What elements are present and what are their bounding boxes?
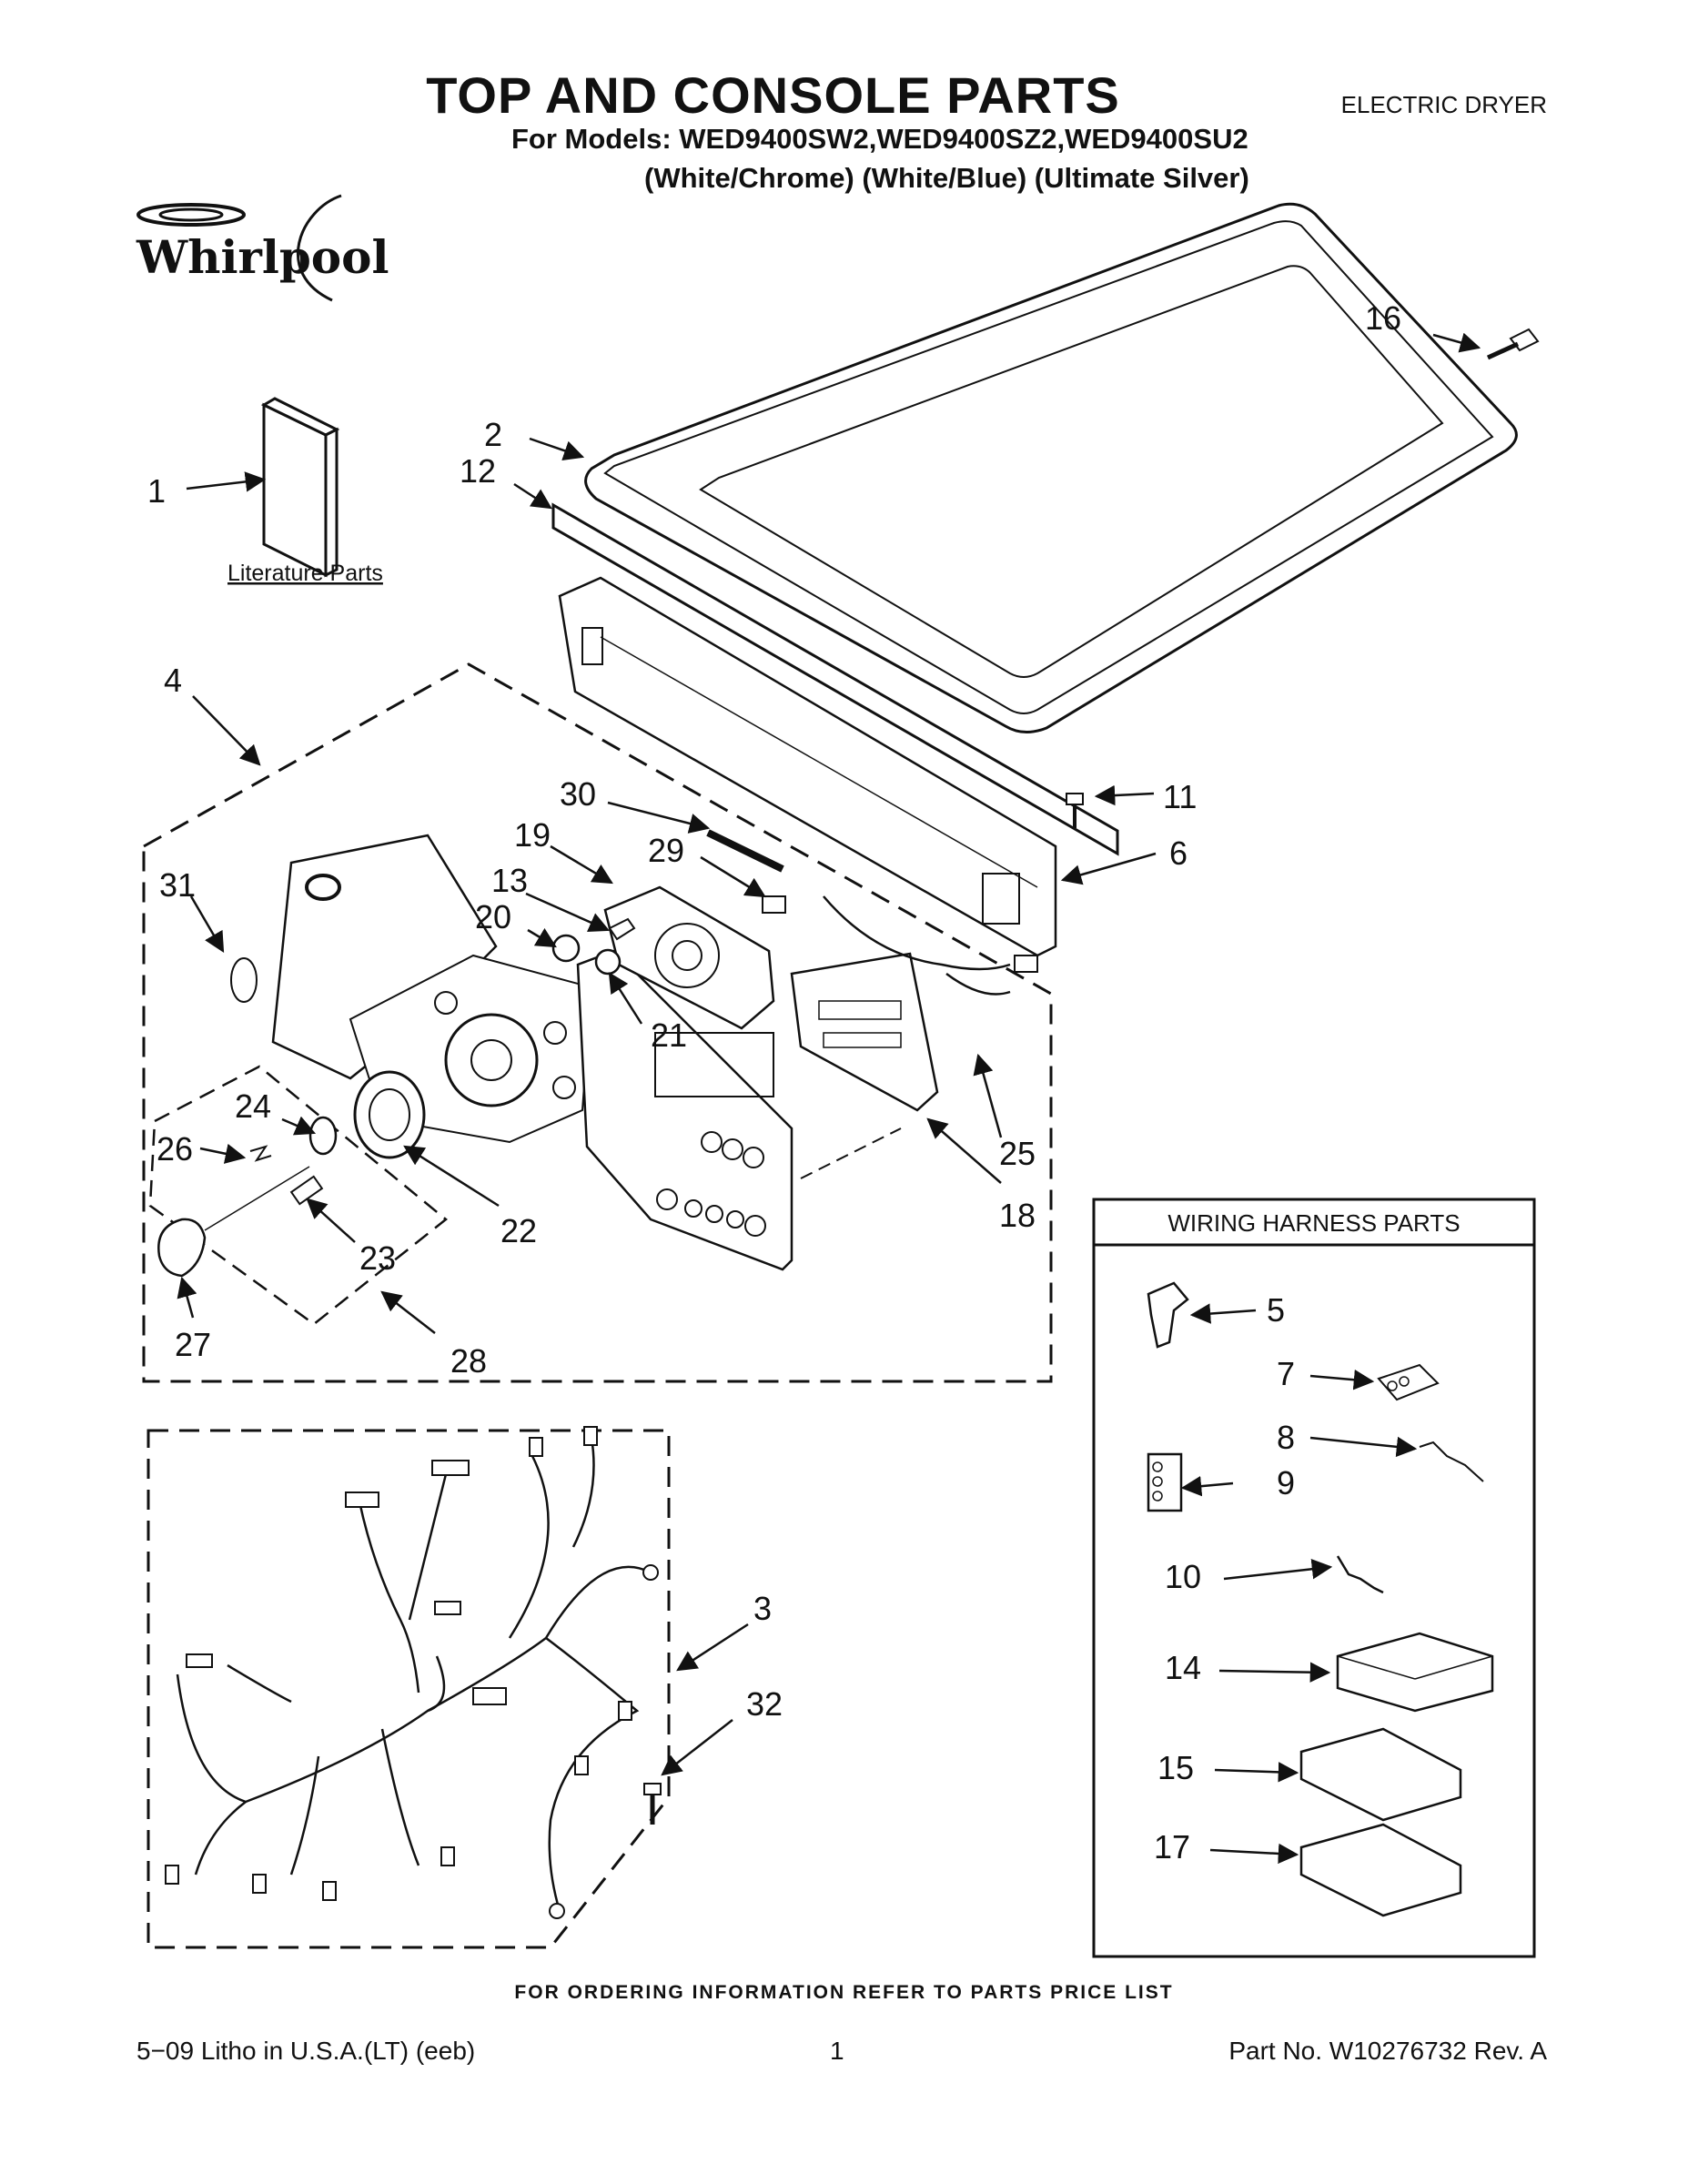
callout-numbers: 1 2 12 16 11 6 4 30 19 29 13 31 20 21 24… xyxy=(147,299,1401,1866)
callout-29: 29 xyxy=(648,832,684,869)
knob-spring xyxy=(249,1145,272,1162)
knob-ring xyxy=(353,1070,426,1159)
knob-gear xyxy=(308,1116,338,1156)
callout-30: 30 xyxy=(560,775,596,813)
print-info: 5−09 Litho in U.S.A.(LT) (eeb) xyxy=(136,2037,476,2065)
callout-16: 16 xyxy=(1365,299,1401,337)
terminal-10 xyxy=(1336,1555,1384,1594)
board-harness xyxy=(823,895,1011,996)
callout-4: 4 xyxy=(164,662,182,699)
gear-ring xyxy=(594,948,622,976)
connector-housing-15 xyxy=(1299,1727,1462,1822)
callout-3: 3 xyxy=(753,1590,772,1627)
callout-28: 28 xyxy=(450,1342,487,1380)
callout-25: 25 xyxy=(999,1135,1036,1172)
callout-24: 24 xyxy=(235,1087,271,1125)
callout-19: 19 xyxy=(514,816,551,854)
callout-6: 6 xyxy=(1169,834,1188,872)
callout-10: 10 xyxy=(1165,1558,1201,1595)
dashed-leader xyxy=(800,1127,902,1179)
literature-book xyxy=(260,397,340,578)
terminal-8 xyxy=(1419,1441,1484,1482)
models-line: For Models: WED9400SW2,WED9400SZ2,WED940… xyxy=(511,123,1248,155)
callout-14: 14 xyxy=(1165,1649,1201,1686)
whirlpool-logo: Whirlpool xyxy=(136,194,389,302)
callout-22: 22 xyxy=(500,1212,537,1249)
actuator-lever xyxy=(608,917,636,941)
electronic-control-board xyxy=(790,952,939,1112)
connector-housing-14 xyxy=(1336,1632,1494,1713)
small-connector xyxy=(762,895,786,914)
callout-21: 21 xyxy=(651,1016,687,1054)
screw-32 xyxy=(643,1783,662,1825)
front-trim-strip xyxy=(551,502,1119,856)
part-number: Part No. W10276732 Rev. A xyxy=(1228,2037,1547,2065)
leader-arrows xyxy=(177,332,1481,1865)
callout-17: 17 xyxy=(1154,1828,1190,1866)
callout-20: 20 xyxy=(475,898,511,935)
control-knob xyxy=(157,1166,310,1278)
console-bracket xyxy=(558,576,1057,957)
callout-2: 2 xyxy=(484,416,502,453)
logo-wordmark: Whirlpool xyxy=(136,230,389,284)
gear-knob-small xyxy=(551,934,581,963)
harness-boundary xyxy=(147,1429,671,1949)
knob-bushing xyxy=(289,1175,324,1206)
callout-11: 11 xyxy=(1163,778,1197,815)
tie-strap xyxy=(706,829,784,873)
callout-27: 27 xyxy=(175,1326,211,1363)
connector-housing-7 xyxy=(1377,1363,1440,1401)
document-type: ELECTRIC DRYER xyxy=(1340,91,1547,118)
top-panel xyxy=(584,202,1518,733)
callout-15: 15 xyxy=(1157,1749,1194,1786)
callout-8: 8 xyxy=(1277,1419,1295,1456)
board-harness-connector xyxy=(1014,955,1038,973)
callout-18: 18 xyxy=(999,1197,1036,1234)
literature-parts-label: Literature Parts xyxy=(227,561,383,586)
callout-7: 7 xyxy=(1277,1355,1295,1392)
callout-32: 32 xyxy=(746,1685,783,1723)
page-number: 1 xyxy=(830,2037,844,2065)
connector-housing-9 xyxy=(1147,1452,1183,1512)
screw-16 xyxy=(1486,328,1540,360)
console-front-panel xyxy=(576,949,793,1271)
main-wire-harness xyxy=(176,1437,652,1912)
knob-assembly-boundary xyxy=(148,1065,448,1326)
callout-23: 23 xyxy=(359,1239,396,1277)
console-assembly-boundary xyxy=(142,662,1053,1383)
callout-31: 31 xyxy=(159,866,196,904)
ordering-note: FOR ORDERING INFORMATION REFER TO PARTS … xyxy=(514,1982,1174,2003)
harness-clip-5 xyxy=(1147,1281,1189,1349)
callout-13: 13 xyxy=(491,862,528,899)
harness-connectors xyxy=(165,1426,659,1919)
callout-9: 9 xyxy=(1277,1464,1295,1502)
callout-12: 12 xyxy=(460,452,496,490)
wiring-harness-title: WIRING HARNESS PARTS xyxy=(1167,1209,1460,1237)
callout-26: 26 xyxy=(157,1130,193,1168)
badge-disc xyxy=(230,957,258,1003)
callout-5: 5 xyxy=(1267,1291,1285,1329)
variants-line: (White/Chrome) (White/Blue) (Ultimate Si… xyxy=(644,162,1249,194)
page-title: TOP AND CONSOLE PARTS xyxy=(426,66,1120,124)
callout-1: 1 xyxy=(147,472,166,510)
connector-housing-17 xyxy=(1299,1823,1462,1917)
screw-11 xyxy=(1066,793,1084,828)
